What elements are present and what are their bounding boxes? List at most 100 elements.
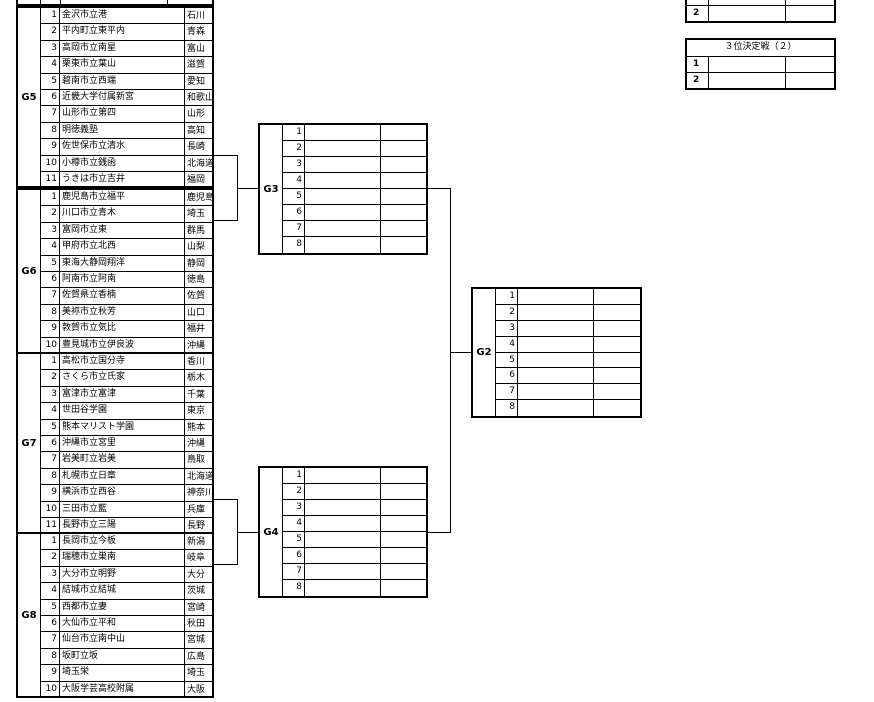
row-number: 2 bbox=[40, 24, 60, 40]
slot-number: 1 bbox=[282, 125, 305, 140]
school-name: 栗東市立葉山 bbox=[60, 57, 185, 73]
row-number: 5 bbox=[40, 419, 60, 435]
prefecture: 茨城 bbox=[187, 586, 206, 597]
school-name: 沖縄市立宮里 bbox=[60, 436, 185, 452]
prefecture: 高知 bbox=[187, 125, 206, 136]
school-name: 甲府市立北西 bbox=[60, 239, 185, 255]
school-name: 高岡市立南星 bbox=[60, 40, 185, 57]
school-name: 富岡市立東 bbox=[60, 222, 185, 239]
column-divider bbox=[380, 173, 381, 188]
school-name: 大分市立明野 bbox=[60, 566, 185, 583]
prefecture: 佐賀 bbox=[187, 291, 206, 302]
column-divider bbox=[593, 384, 594, 400]
slot-number: 5 bbox=[282, 532, 305, 547]
slot-number: 1 bbox=[282, 468, 305, 483]
slot-number: 4 bbox=[495, 336, 518, 352]
slot-number: 2 bbox=[495, 304, 518, 320]
top-partial-pref: 埼玉 bbox=[170, 0, 188, 1]
match-slot: 1 bbox=[282, 468, 426, 484]
row-number: 2 bbox=[40, 370, 60, 386]
column-divider bbox=[593, 368, 594, 384]
row-number: 5 bbox=[40, 73, 60, 89]
column-divider bbox=[380, 205, 381, 220]
slot-number: 5 bbox=[282, 189, 305, 204]
school-name: 西都市立妻 bbox=[60, 599, 185, 615]
school-name: 近畿大学付属新宮 bbox=[60, 90, 185, 106]
prefecture: 千葉 bbox=[187, 389, 206, 400]
prefecture: 群馬 bbox=[187, 225, 206, 236]
row-number: 2 bbox=[40, 550, 60, 566]
row-number: 5 bbox=[40, 599, 60, 615]
third-place-table-1: 2 bbox=[685, 0, 836, 23]
row-number: 2 bbox=[40, 206, 60, 222]
column-divider bbox=[593, 289, 594, 304]
prefecture: 宮崎 bbox=[187, 602, 206, 613]
top-partial-row: 埼玉 bbox=[16, 0, 214, 6]
connector bbox=[214, 499, 237, 500]
column-divider bbox=[380, 516, 381, 531]
prefecture: 福岡 bbox=[187, 175, 206, 185]
prefecture: 長崎 bbox=[187, 142, 206, 153]
group-label: G6 bbox=[21, 265, 37, 277]
row-number: 8 bbox=[40, 648, 60, 665]
prefecture: 兵庫 bbox=[187, 504, 206, 515]
row-number: 3 bbox=[40, 40, 60, 57]
prefecture: 新潟 bbox=[187, 537, 206, 547]
match-slot: 6 bbox=[495, 368, 640, 385]
row-number: 6 bbox=[40, 616, 60, 632]
row-number: 6 bbox=[40, 436, 60, 452]
prefecture: 埼玉 bbox=[187, 668, 206, 679]
school-name: 結城市立結城 bbox=[60, 583, 185, 599]
slot-number: 5 bbox=[495, 352, 518, 368]
school-name: 山形市立第四 bbox=[60, 106, 185, 122]
slot-number: 1 bbox=[495, 289, 518, 304]
column-divider bbox=[593, 352, 594, 368]
school-name: 阿南市立阿南 bbox=[60, 272, 185, 288]
slot-number: 6 bbox=[282, 205, 305, 220]
prefecture: 長野 bbox=[187, 521, 206, 531]
row-number: 2 bbox=[687, 6, 709, 22]
row-number: 4 bbox=[40, 239, 60, 255]
slot-number: 4 bbox=[282, 173, 305, 188]
match-slot: 5 bbox=[282, 189, 426, 205]
column-divider bbox=[380, 221, 381, 236]
school-name: 埼玉栄 bbox=[60, 665, 185, 681]
connector bbox=[214, 564, 237, 565]
prefecture: 北海道 bbox=[187, 158, 215, 169]
match-slot: 7 bbox=[282, 564, 426, 580]
match-slot: 4 bbox=[282, 516, 426, 532]
row-number: 6 bbox=[40, 90, 60, 106]
column-divider bbox=[380, 500, 381, 515]
row-number: 10 bbox=[40, 681, 60, 698]
match-slot: 5 bbox=[282, 532, 426, 548]
school-name: 鹿児島市立福平 bbox=[60, 190, 185, 206]
connector bbox=[428, 532, 450, 533]
prefecture: 石川 bbox=[187, 11, 206, 21]
prefecture: 青森 bbox=[187, 27, 206, 38]
match-slot: 2 bbox=[282, 484, 426, 500]
slot-number: 7 bbox=[282, 564, 305, 579]
match-slot: 7 bbox=[495, 384, 640, 401]
prefecture: 栃木 bbox=[187, 373, 206, 384]
prefecture: 大分 bbox=[187, 569, 206, 580]
match-slot: 3 bbox=[495, 320, 640, 337]
row-number: 4 bbox=[40, 57, 60, 73]
match-slot: 3 bbox=[282, 500, 426, 516]
match-label: G3 bbox=[260, 125, 283, 253]
row-number: 8 bbox=[40, 304, 60, 321]
prefecture: 東京 bbox=[187, 406, 206, 417]
